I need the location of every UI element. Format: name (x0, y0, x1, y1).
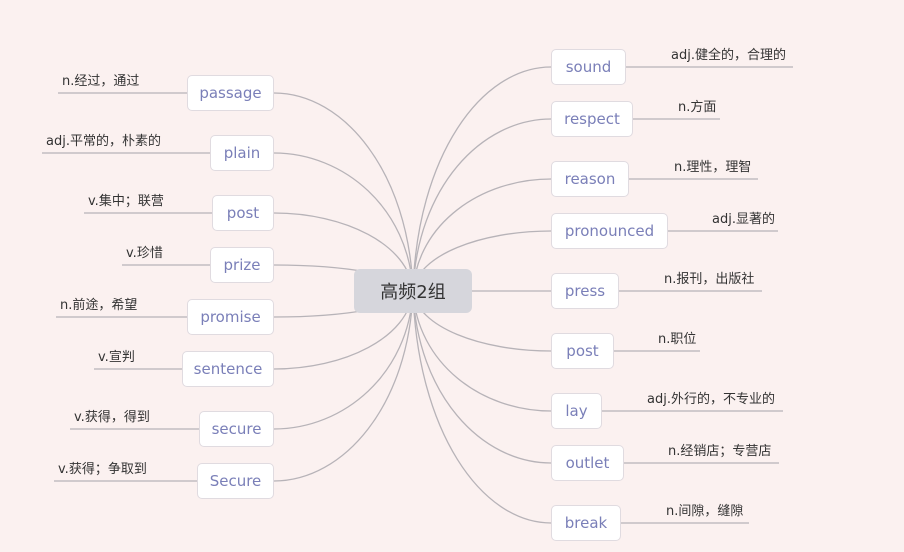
left-word-4[interactable]: prize (210, 247, 274, 283)
left-meaning-5: n.前途，希望 (60, 298, 138, 313)
right-meaning-8: n.经销店；专营店 (668, 444, 772, 459)
right-meaning-3: n.理性，理智 (674, 160, 752, 175)
left-meaning-3: v.集中；联营 (88, 194, 164, 209)
right-word-9[interactable]: break (551, 505, 621, 541)
left-word-6[interactable]: sentence (182, 351, 274, 387)
right-meaning-7: adj.外行的，不专业的 (647, 392, 775, 407)
link-right-3 (412, 178, 552, 292)
center-topic[interactable]: 高频2组 (354, 269, 472, 313)
link-right-2 (412, 118, 552, 292)
left-word-8[interactable]: Secure (197, 463, 274, 499)
link-right-8 (412, 290, 552, 464)
left-word-2[interactable]: plain (210, 135, 274, 171)
link-left-1 (273, 92, 414, 292)
left-word-7[interactable]: secure (199, 411, 274, 447)
left-meaning-1: n.经过，通过 (62, 74, 140, 89)
link-left-2 (273, 152, 414, 292)
right-word-6[interactable]: post (551, 333, 614, 369)
right-meaning-6: n.职位 (658, 332, 697, 347)
link-right-1 (412, 66, 552, 292)
link-left-7 (273, 290, 414, 430)
left-meaning-6: v.宣判 (98, 350, 135, 365)
left-meaning-7: v.获得，得到 (74, 410, 150, 425)
link-left-8 (273, 290, 414, 482)
right-word-5[interactable]: press (551, 273, 619, 309)
right-meaning-2: n.方面 (678, 100, 717, 115)
left-meaning-4: v.珍惜 (126, 246, 163, 261)
right-word-2[interactable]: respect (551, 101, 633, 137)
right-meaning-9: n.间隙，缝隙 (666, 504, 744, 519)
right-word-4[interactable]: pronounced (551, 213, 668, 249)
right-word-7[interactable]: lay (551, 393, 602, 429)
right-word-1[interactable]: sound (551, 49, 626, 85)
link-right-7 (412, 290, 552, 412)
right-meaning-4: adj.显著的 (712, 212, 775, 227)
left-word-3[interactable]: post (212, 195, 274, 231)
right-meaning-1: adj.健全的，合理的 (671, 48, 786, 63)
left-meaning-2: adj.平常的，朴素的 (46, 134, 161, 149)
right-word-3[interactable]: reason (551, 161, 629, 197)
left-word-5[interactable]: promise (187, 299, 274, 335)
left-word-1[interactable]: passage (187, 75, 274, 111)
right-word-8[interactable]: outlet (551, 445, 624, 481)
right-meaning-5: n.报刊，出版社 (664, 272, 755, 287)
left-meaning-8: v.获得；争取到 (58, 462, 147, 477)
link-right-9 (412, 290, 552, 524)
